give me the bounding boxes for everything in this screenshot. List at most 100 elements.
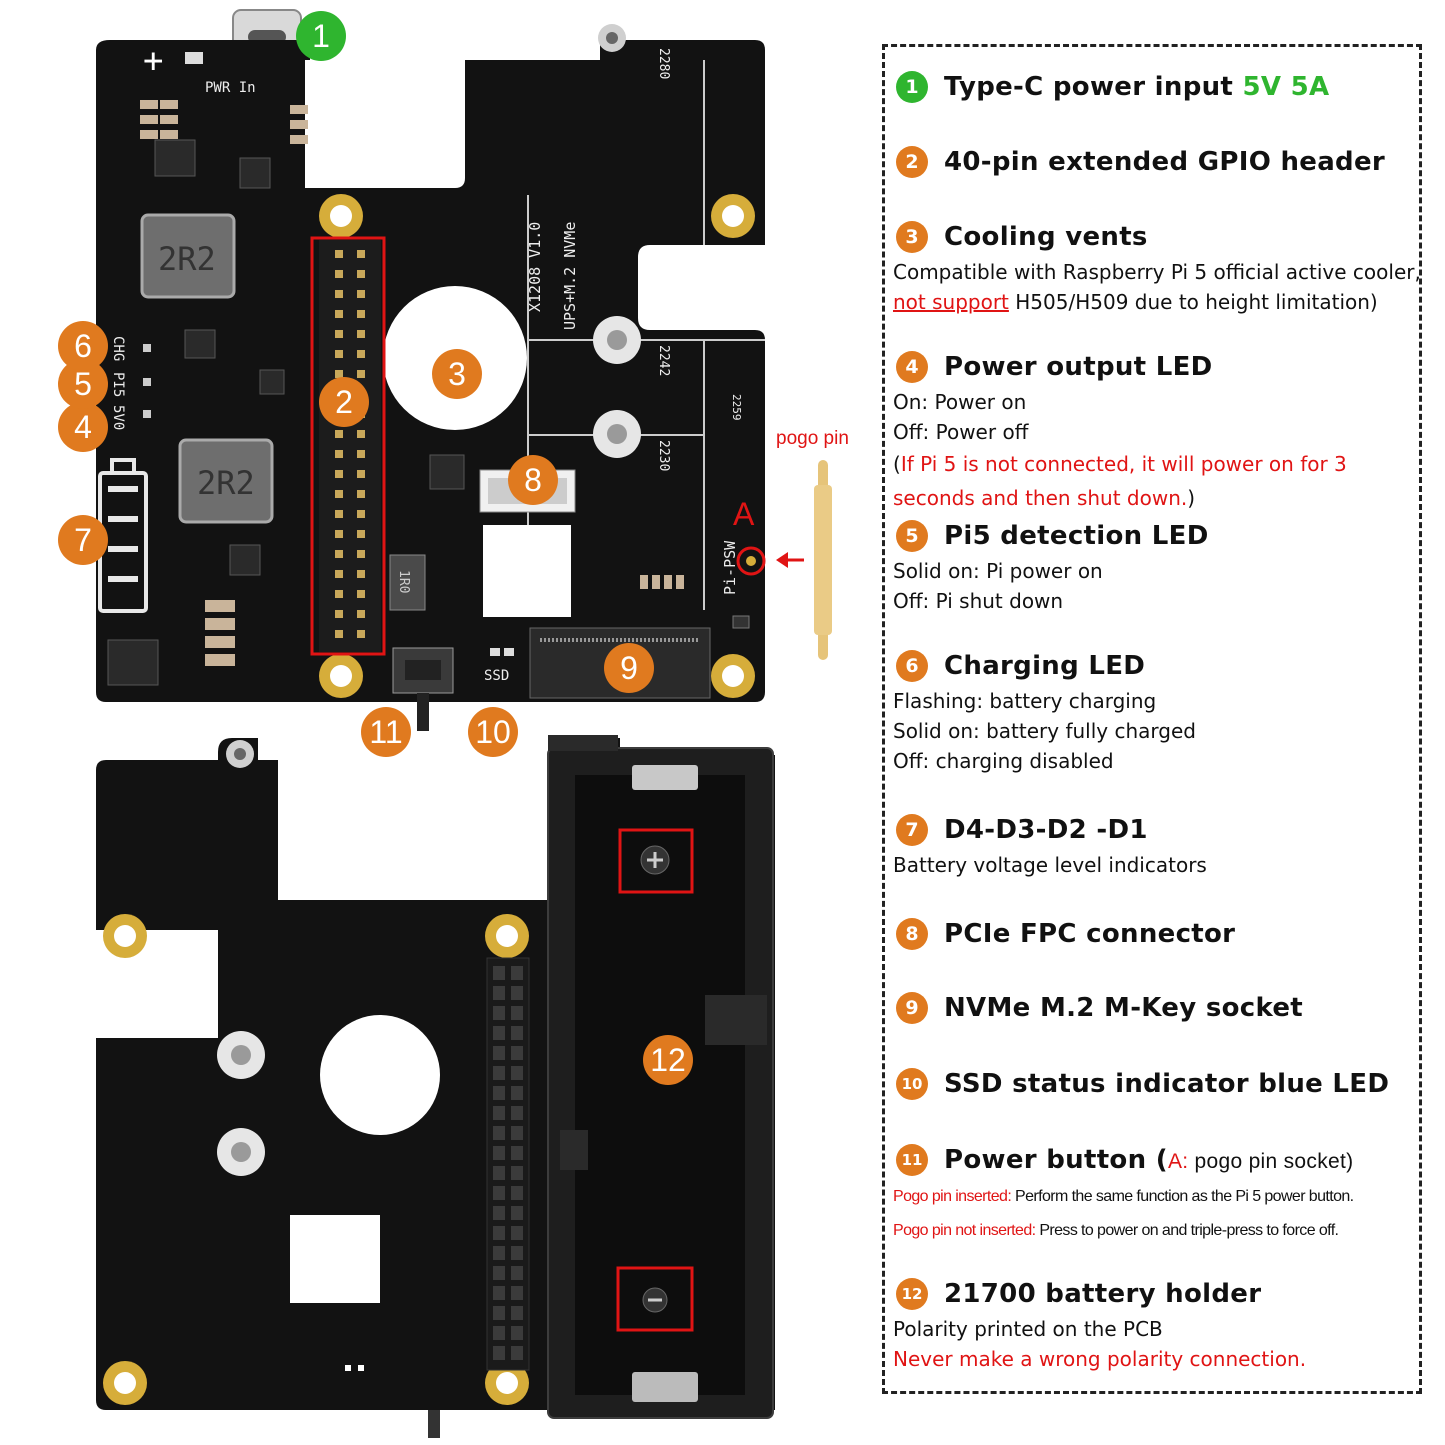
bottom-cooling-hole — [320, 1015, 440, 1135]
gpio-socket-hole — [511, 1106, 523, 1120]
gpio-socket-hole — [493, 966, 505, 980]
gpio-pin — [357, 590, 365, 598]
gpio-pin — [357, 470, 365, 478]
bottom-board — [96, 735, 775, 1438]
legend-num-10: 10 — [896, 1068, 928, 1100]
legend-title-3: Cooling vents — [944, 222, 1148, 252]
callout-12: 12 — [643, 1035, 693, 1085]
gpio-pin — [335, 630, 343, 638]
legend-desc-4d: seconds and then shut down.) — [893, 486, 1196, 510]
size-2230-label: 2230 — [656, 440, 671, 471]
gpio-socket-hole — [511, 1126, 523, 1140]
polarity-plus-box — [618, 828, 694, 894]
gpio-socket-hole — [511, 1086, 523, 1100]
legend-title-6: Charging LED — [944, 651, 1146, 681]
gpio-socket-hole — [511, 1246, 523, 1260]
legend-desc-5b: Off: Pi shut down — [893, 589, 1064, 613]
gpio-socket-hole — [511, 1206, 523, 1220]
legend-num-12: 12 — [896, 1278, 928, 1310]
gpio-socket-hole — [493, 1126, 505, 1140]
legend-title-10: SSD status indicator blue LED — [944, 1069, 1390, 1099]
gpio-socket-hole — [511, 1186, 523, 1200]
gpio-socket-hole — [511, 1066, 523, 1080]
gpio-pin — [357, 630, 365, 638]
gpio-pin — [357, 250, 365, 258]
legend-title-7: D4-D3-D2 -D1 — [944, 815, 1148, 845]
legend-desc-3b: not support H505/H509 due to height limi… — [893, 290, 1378, 314]
gpio-socket-hole — [511, 1226, 523, 1240]
gpio-pin — [335, 490, 343, 498]
gpio-pin — [335, 510, 343, 518]
ssd-label: SSD — [484, 668, 509, 684]
legend-desc-6b: Solid on: battery fully charged — [893, 719, 1196, 743]
gpio-socket-hole — [493, 1166, 505, 1180]
gpio-socket-hole — [511, 1026, 523, 1040]
legend-num-3: 3 — [896, 221, 928, 253]
callout-6: 6 — [58, 321, 108, 371]
gpio-pin — [357, 530, 365, 538]
gpio-socket-hole — [511, 1166, 523, 1180]
callout-11: 11 — [361, 707, 411, 757]
gpio-pin — [357, 450, 365, 458]
polarity-minus-box — [616, 1266, 694, 1332]
legend-title-12: 21700 battery holder — [944, 1279, 1262, 1309]
gpio-pin — [335, 310, 343, 318]
pi5-label: PI5 — [110, 372, 126, 397]
gpio-socket-hole — [493, 1086, 505, 1100]
gpio-pin — [357, 570, 365, 578]
gpio-socket-hole — [493, 1066, 505, 1080]
gpio-socket-hole — [493, 1326, 505, 1340]
gpio-socket-hole — [511, 1266, 523, 1280]
gpio-highlight-box — [310, 236, 386, 656]
legend-title-5: Pi5 detection LED — [944, 521, 1209, 551]
gpio-socket-hole — [493, 1026, 505, 1040]
legend-title-11: Power button (A: pogo pin socket) — [944, 1145, 1354, 1175]
gpio-socket-hole — [511, 1286, 523, 1300]
gpio-socket-hole — [511, 986, 523, 1000]
legend-title-1: Type-C power input 5V 5A — [944, 72, 1330, 102]
legend-desc-7a: Battery voltage level indicators — [893, 853, 1207, 877]
gpio-pin — [357, 510, 365, 518]
gpio-pin — [335, 370, 343, 378]
gpio-socket-hole — [493, 1106, 505, 1120]
5v0-label: 5V0 — [110, 405, 126, 430]
legend-num-8: 8 — [896, 918, 928, 950]
callout-1: 1 — [296, 11, 346, 61]
callout-4: 4 — [58, 402, 108, 452]
gpio-socket-hole — [511, 1146, 523, 1160]
legend-desc-12b: Never make a wrong polarity connection. — [893, 1347, 1307, 1371]
gpio-pin — [335, 550, 343, 558]
legend-desc-5a: Solid on: Pi power on — [893, 559, 1103, 583]
legend-title-4: Power output LED — [944, 352, 1213, 382]
inductor-2r2-top — [140, 213, 236, 299]
legend-desc-11a: Pogo pin inserted: Perform the same func… — [893, 1188, 1354, 1205]
gpio-socket-hole — [511, 1006, 523, 1020]
legend-desc-6c: Off: charging disabled — [893, 749, 1114, 773]
gpio-pin — [335, 570, 343, 578]
legend-title-9: NVMe M.2 M-Key socket — [944, 993, 1304, 1023]
gpio-socket-hole — [511, 1046, 523, 1060]
inductor-label-bottom: 2R2 — [197, 464, 255, 502]
gpio-pin — [357, 350, 365, 358]
gpio-pin — [357, 430, 365, 438]
gpio-socket-hole — [493, 1286, 505, 1300]
gpio-socket-hole — [493, 1006, 505, 1020]
legend-num-4: 4 — [896, 351, 928, 383]
gpio-pin — [335, 430, 343, 438]
legend-desc-6a: Flashing: battery charging — [893, 689, 1157, 713]
gpio-pin — [357, 490, 365, 498]
gpio-pin — [335, 250, 343, 258]
pogo-pin-socket — [736, 546, 766, 576]
gpio-socket-hole — [493, 1346, 505, 1360]
gpio-pin — [357, 550, 365, 558]
gpio-pin — [335, 590, 343, 598]
gpio-pin — [335, 330, 343, 338]
pogo-socket-mark: A — [733, 496, 755, 532]
gpio-pin — [335, 530, 343, 538]
legend-num-1: 1 — [896, 71, 928, 103]
